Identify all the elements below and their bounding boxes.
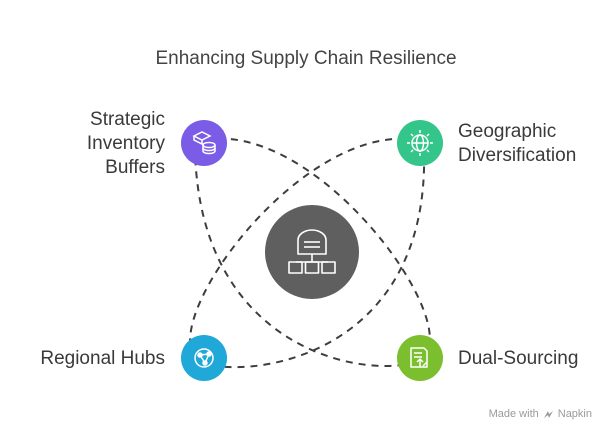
node-dual-sourcing bbox=[397, 335, 443, 381]
warehouse-network-icon bbox=[288, 229, 336, 274]
connector-ellipse-a bbox=[193, 137, 431, 368]
label-dual-sourcing: Dual-Sourcing bbox=[458, 348, 579, 369]
diagram-title: Enhancing Supply Chain Resilience bbox=[155, 48, 457, 69]
inventory-stack-icon bbox=[192, 131, 216, 155]
label-geographic-diversification: Geographic Diversification bbox=[458, 121, 577, 166]
napkin-logo-icon bbox=[543, 410, 553, 418]
watermark-brand: Napkin bbox=[557, 408, 592, 420]
made-with-napkin-watermark: Made with Napkin bbox=[489, 408, 592, 420]
node-strategic-inventory-buffers bbox=[181, 120, 227, 166]
node-regional-hubs bbox=[181, 335, 227, 381]
label-strategic-inventory-buffers: Strategic Inventory Buffers bbox=[86, 109, 165, 178]
dual-source-icon bbox=[410, 347, 428, 368]
hub-network-icon bbox=[194, 348, 214, 368]
node-geographic-diversification bbox=[397, 120, 443, 166]
watermark-text: Made with bbox=[488, 408, 539, 420]
label-regional-hubs: Regional Hubs bbox=[40, 348, 165, 369]
globe-network-icon bbox=[407, 130, 433, 156]
center-node bbox=[265, 205, 359, 299]
